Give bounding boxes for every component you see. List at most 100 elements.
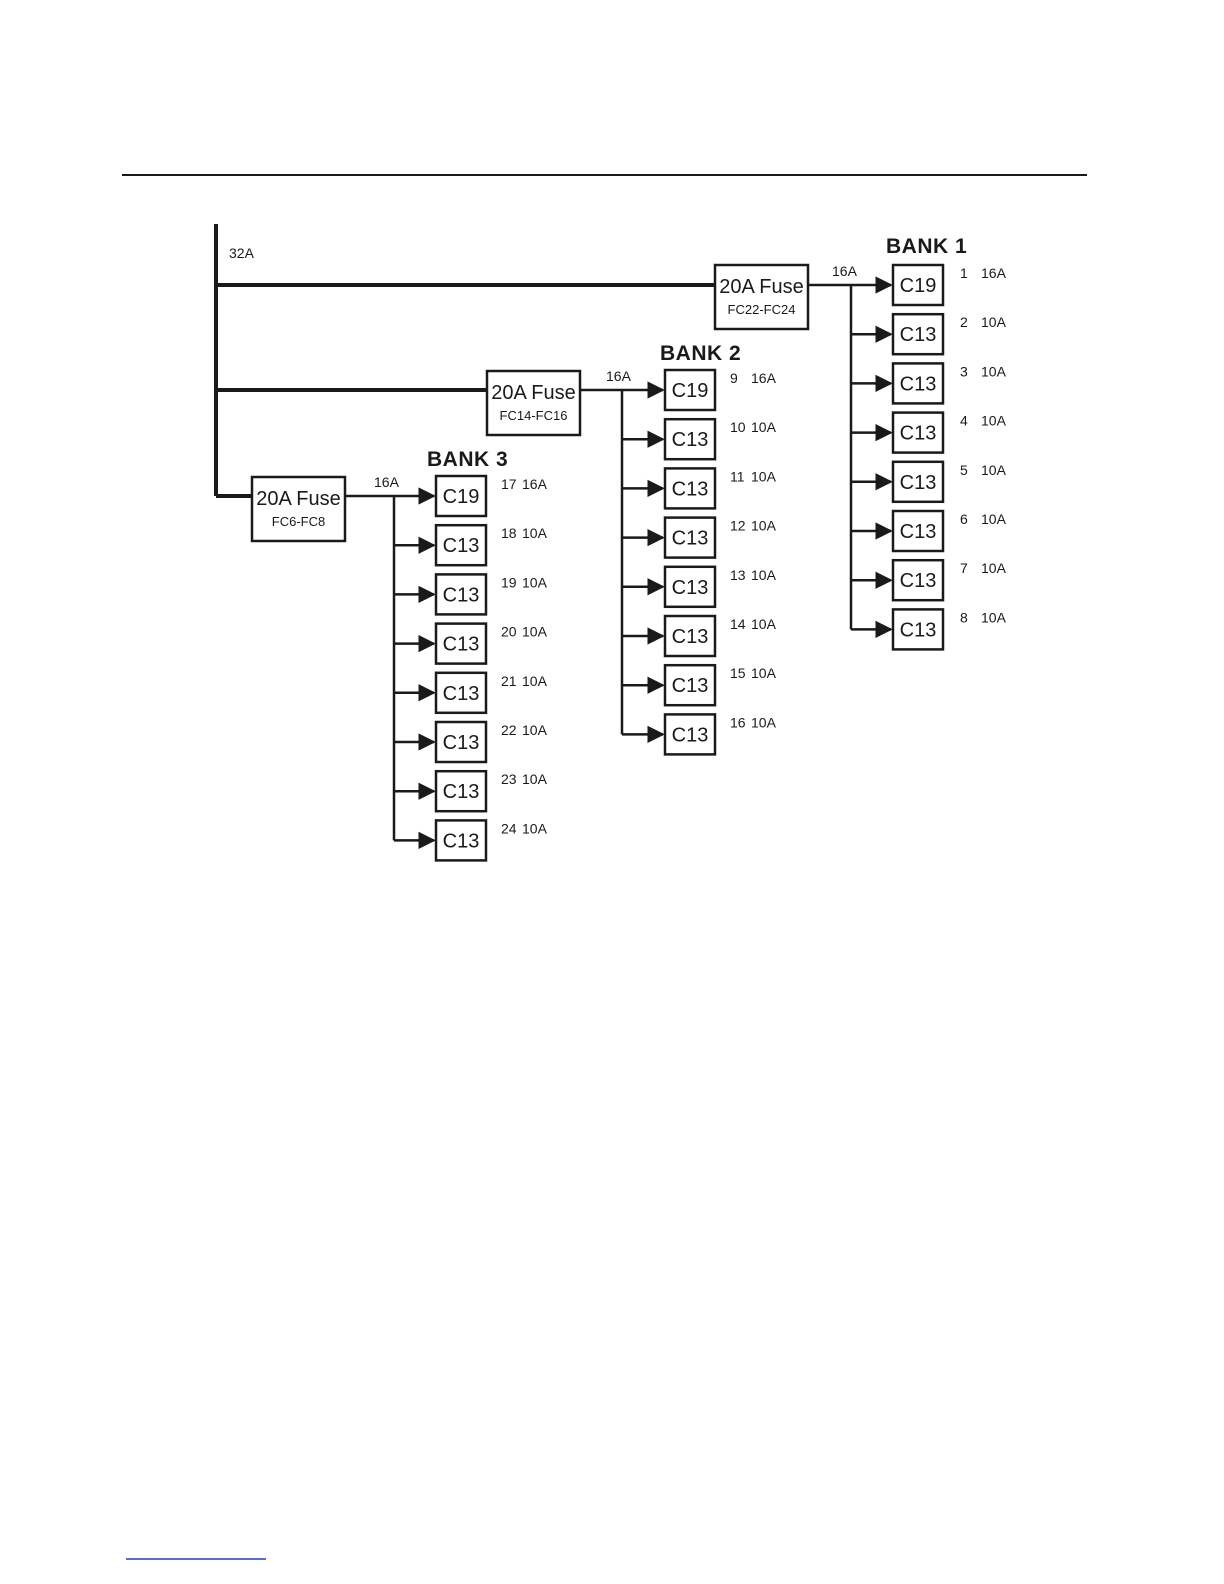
bank-2-outlet-12-type: C13	[672, 528, 709, 550]
bank-1-outlet-3-number: 3	[960, 363, 968, 379]
bank-2-outlet-15-number: 15	[730, 665, 746, 681]
bank-3-outlet-17-box	[434, 474, 488, 518]
bank-1-outlet-1-box	[891, 263, 945, 307]
bank-2-outlet-9-type: C19	[672, 380, 709, 402]
bank-2-outlet-11-number: 11	[730, 468, 745, 484]
bank-1-outlet-4-type: C13	[900, 423, 937, 445]
bank-1-outlet-2-rating: 10A	[981, 314, 1007, 330]
bank-1-fuse-label: 20A Fuse	[719, 276, 804, 298]
bank-1-title: BANK 1	[886, 235, 967, 258]
bank-3-outlet-21-box	[434, 671, 488, 715]
bank-1-outlet-1-number: 1	[960, 265, 968, 281]
bank-2-fuse-box	[485, 369, 582, 437]
bank-1-outlet-3-box	[891, 362, 945, 405]
bank-2-outlet-14-number: 14	[730, 616, 746, 632]
bank-1-outlet-2-type: C13	[900, 324, 937, 346]
bank-2-feed-label: 16A	[606, 368, 632, 384]
bank-2-outlet-9-rating: 16A	[751, 370, 777, 386]
bank-1-outlet-5-rating: 10A	[981, 462, 1007, 478]
bank-3-outlet-19-rating: 10A	[522, 574, 548, 590]
bank-1-outlet-1-type: C19	[900, 275, 937, 297]
bank-1-outlet-3-type: C13	[900, 373, 937, 395]
bank-1-outlet-8-box	[891, 608, 945, 651]
bank-2-outlet-16-number: 16	[730, 714, 746, 730]
bank-2-outlet-14-rating: 10A	[751, 616, 777, 632]
bank-1-outlet-2-number: 2	[960, 314, 968, 330]
bank-2-outlet-14-type: C13	[672, 626, 709, 648]
bank-1-outlet-7-box	[891, 558, 945, 602]
bank-2-outlet-10-number: 10	[730, 419, 746, 435]
bank-2-outlet-12-rating: 10A	[751, 518, 777, 534]
bank-1-fuse-code: FC22-FC24	[728, 302, 796, 317]
bank-2-outlet-13-type: C13	[672, 577, 709, 599]
bank-3-outlet-23-type: C13	[443, 781, 480, 803]
bank-2-outlet-15-box	[663, 663, 717, 707]
bank-2-fuse-code: FC14-FC16	[500, 408, 568, 423]
bank-1-outlet-4-rating: 10A	[981, 413, 1007, 429]
bank-1-fuse-box	[713, 263, 810, 331]
bank-2-outlet-11-box	[663, 467, 717, 510]
bank-2-outlet-13-box	[663, 565, 717, 609]
bank-1-outlet-5-box	[891, 460, 945, 504]
bank-2-fuse-label: 20A Fuse	[491, 382, 576, 404]
bank-1-outlet-7-type: C13	[900, 570, 937, 592]
bank-3-fuse-label: 20A Fuse	[256, 488, 341, 510]
bank-3-outlet-18-box	[434, 523, 488, 567]
bank-3-outlet-24-rating: 10A	[522, 820, 548, 836]
bank-2-outlet-16-type: C13	[672, 724, 709, 746]
bank-3-outlet-17-rating: 16A	[522, 476, 548, 492]
bank-2-outlet-13-rating: 10A	[751, 567, 777, 583]
bank-3-outlet-22-type: C13	[443, 732, 480, 754]
bank-3-outlet-23-box	[434, 769, 488, 813]
bank-3-outlet-20-type: C13	[443, 634, 480, 656]
bank-3-outlet-19-box	[434, 573, 488, 616]
supply-label: 32A	[229, 245, 255, 261]
bank-3-outlet-22-rating: 10A	[522, 722, 548, 738]
bank-2-outlet-9-number: 9	[730, 370, 738, 386]
bank-2-outlet-11-type: C13	[672, 478, 709, 500]
bank-1-outlet-4-box	[891, 411, 945, 454]
bank-3-outlet-18-number: 18	[501, 525, 517, 541]
bank-3-outlet-21-number: 21	[501, 673, 517, 689]
bank-2-outlet-13-number: 13	[730, 567, 746, 583]
bank-2-outlet-15-type: C13	[672, 675, 709, 697]
bank-3-outlet-21-rating: 10A	[522, 673, 548, 689]
bank-2-outlet-9-box	[663, 368, 717, 412]
bank-1-outlet-8-rating: 10A	[981, 609, 1007, 625]
bank-3-feed-label: 16A	[374, 474, 400, 490]
bank-3-outlet-19-number: 19	[501, 574, 517, 590]
bank-2-outlet-10-box	[663, 417, 717, 461]
bank-3-outlet-24-number: 24	[501, 820, 517, 836]
bank-1-outlet-4-number: 4	[960, 413, 968, 429]
bank-3-outlet-24-type: C13	[443, 830, 480, 852]
bank-2-outlet-15-rating: 10A	[751, 665, 777, 681]
bank-1-outlet-8-number: 8	[960, 609, 968, 625]
bank-2-outlet-12-number: 12	[730, 518, 746, 534]
bank-3-outlet-18-rating: 10A	[522, 525, 548, 541]
bank-1-outlet-7-rating: 10A	[981, 560, 1007, 576]
bank-1-outlet-6-box	[891, 509, 945, 553]
bank-1-outlet-1-rating: 16A	[981, 265, 1007, 281]
bank-1-outlet-3-rating: 10A	[981, 363, 1007, 379]
bank-3-outlet-24-box	[434, 819, 488, 862]
bank-2-outlet-14-box	[663, 614, 717, 658]
bank-1-feed-label: 16A	[832, 263, 858, 279]
bank-3-fuse-code: FC6-FC8	[272, 514, 325, 529]
bank-2-outlet-11-rating: 10A	[751, 468, 777, 484]
bank-3-outlet-17-type: C19	[443, 486, 480, 508]
bank-2-outlet-10-type: C13	[672, 429, 709, 451]
bank-2-outlet-16-box	[663, 713, 717, 756]
bank-3-outlet-20-box	[434, 622, 488, 665]
bank-3-outlet-17-number: 17	[501, 476, 517, 492]
bank-3-outlet-21-type: C13	[443, 683, 480, 705]
bank-1-outlet-6-number: 6	[960, 511, 968, 527]
bank-1-outlet-8-type: C13	[900, 619, 937, 641]
bank-3-title: BANK 3	[427, 448, 508, 471]
bank-3-outlet-19-type: C13	[443, 584, 480, 606]
bank-3-outlet-22-number: 22	[501, 722, 517, 738]
bank-2-outlet-16-rating: 10A	[751, 714, 777, 730]
bank-1-outlet-7-number: 7	[960, 560, 968, 576]
bank-2-outlet-10-rating: 10A	[751, 419, 777, 435]
